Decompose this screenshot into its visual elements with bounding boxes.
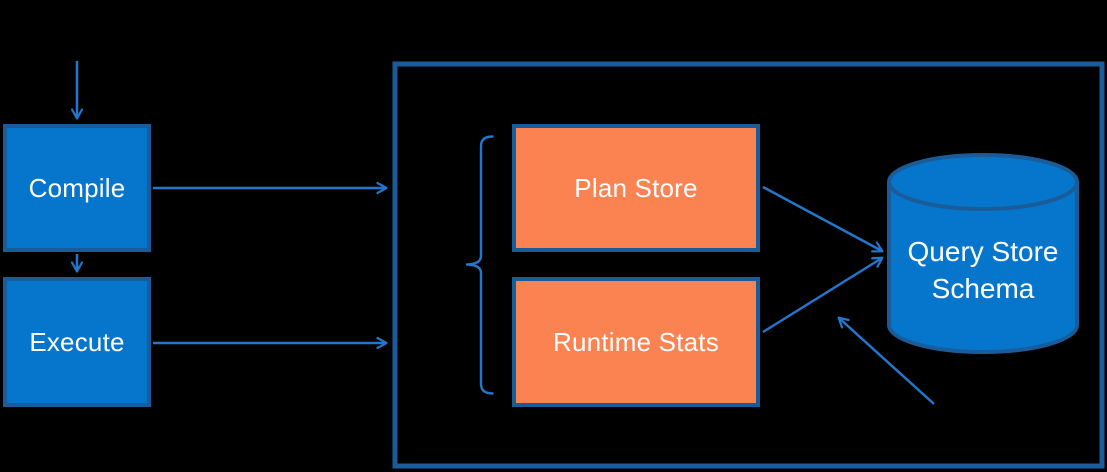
node-compile-label: Compile (28, 172, 126, 203)
node-plan-store: Plan Store (512, 124, 760, 252)
node-plan-store-label: Plan Store (574, 172, 698, 203)
node-execute-label: Execute (29, 326, 125, 357)
cylinder-body (887, 182, 1079, 354)
arrow-bottom-to-schema (837, 316, 935, 405)
node-compile: Compile (3, 124, 151, 252)
arrow-runtime-stats-to-schema (762, 256, 884, 334)
arrow-plan-store-to-schema (762, 185, 884, 253)
query-store-container-outline (392, 61, 1105, 469)
query-store-schema-cylinder (887, 153, 1079, 354)
node-execute: Execute (3, 277, 151, 407)
node-query-store-schema-label: Query Store Schema (907, 236, 1059, 304)
node-runtime-stats: Runtime Stats (512, 277, 760, 407)
node-runtime-stats-label: Runtime Stats (553, 326, 719, 357)
group-brace (465, 135, 494, 395)
cylinder-top (887, 153, 1079, 211)
